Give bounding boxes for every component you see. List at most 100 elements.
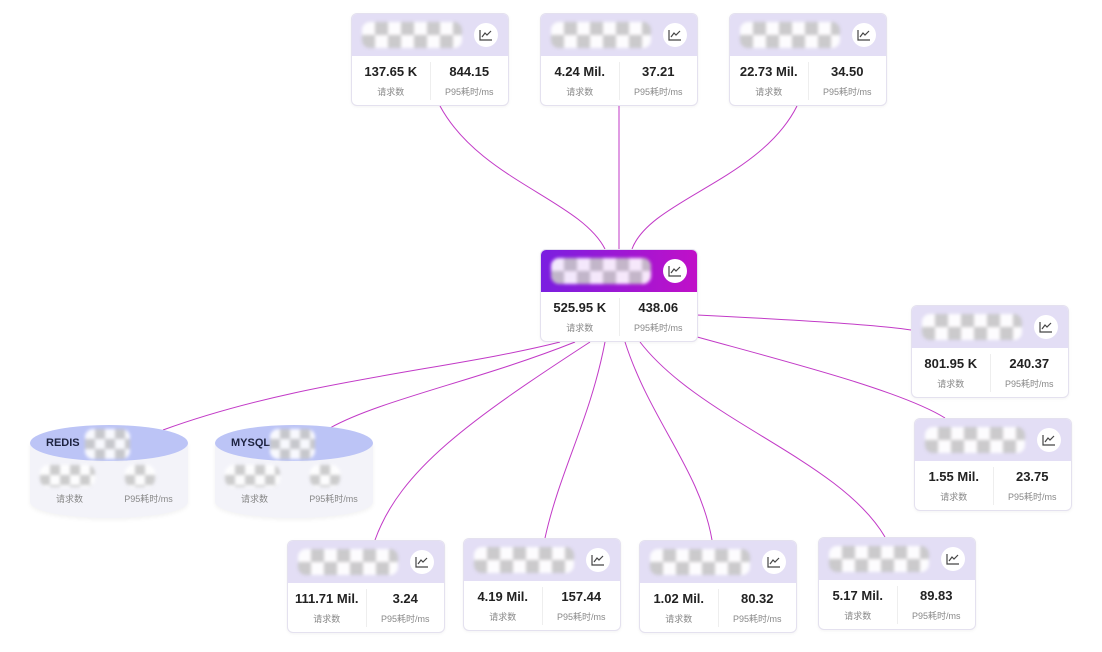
trend-chart-icon[interactable] bbox=[663, 23, 687, 47]
trend-chart-icon[interactable] bbox=[663, 259, 687, 283]
p95-label: P95耗时/ms bbox=[124, 494, 173, 504]
redacted-name bbox=[85, 429, 130, 459]
requests-label: 请求数 bbox=[665, 614, 693, 624]
edge-10 bbox=[639, 341, 886, 538]
requests-label: 请求数 bbox=[55, 494, 83, 504]
p95-value: 844.15 bbox=[449, 64, 490, 79]
redacted-name bbox=[925, 427, 1025, 453]
p95-value: 89.83 bbox=[919, 588, 953, 603]
database-name: MYSQL bbox=[231, 437, 271, 449]
node-header bbox=[352, 14, 508, 56]
requests-value: 137.65 K bbox=[364, 64, 418, 79]
node-header bbox=[640, 541, 796, 583]
p95-label: P95耗时/ms bbox=[1004, 379, 1054, 389]
edge-6 bbox=[329, 341, 576, 429]
p95-label: P95耗时/ms bbox=[822, 87, 872, 97]
requests-value: 1.02 Mil. bbox=[653, 591, 705, 606]
requests-value: 801.95 K bbox=[924, 356, 978, 371]
requests-value: 4.19 Mil. bbox=[477, 589, 529, 604]
p95-value: 34.50 bbox=[830, 64, 864, 79]
requests-label: 请求数 bbox=[566, 87, 594, 97]
node-header bbox=[915, 419, 1071, 461]
redacted-value bbox=[225, 465, 280, 487]
p95-value: 23.75 bbox=[1015, 469, 1049, 484]
p95-label: P95耗时/ms bbox=[633, 323, 683, 333]
redacted-name bbox=[740, 22, 840, 48]
edge-2 bbox=[631, 105, 798, 250]
p95-value: 438.06 bbox=[638, 300, 679, 315]
redacted-name bbox=[362, 22, 462, 48]
node-header bbox=[912, 306, 1068, 348]
p95-value: 240.37 bbox=[1009, 356, 1050, 371]
p95-value: 3.24 bbox=[392, 591, 418, 606]
p95-label: P95耗时/ms bbox=[556, 612, 606, 622]
trend-chart-icon[interactable] bbox=[1037, 428, 1061, 452]
trend-chart-icon[interactable] bbox=[586, 548, 610, 572]
p95-label: P95耗时/ms bbox=[380, 614, 430, 624]
node-header bbox=[730, 14, 886, 56]
edge-9 bbox=[624, 341, 713, 541]
requests-label: 请求数 bbox=[940, 492, 968, 502]
redacted-value bbox=[310, 465, 340, 487]
requests-label: 请求数 bbox=[844, 611, 872, 621]
redacted-name bbox=[551, 258, 651, 284]
trend-chart-icon[interactable] bbox=[474, 23, 498, 47]
requests-value: 22.73 Mil. bbox=[739, 64, 798, 79]
redacted-value bbox=[125, 465, 155, 487]
edge-3 bbox=[696, 314, 912, 331]
node-header bbox=[541, 14, 697, 56]
requests-value: 525.95 K bbox=[553, 300, 607, 315]
p95-label: P95耗时/ms bbox=[1007, 492, 1057, 502]
trend-chart-icon[interactable] bbox=[762, 550, 786, 574]
trend-chart-icon[interactable] bbox=[1034, 315, 1058, 339]
p95-value: 157.44 bbox=[561, 589, 602, 604]
edge-7 bbox=[374, 341, 591, 541]
trend-chart-icon[interactable] bbox=[941, 547, 965, 571]
requests-value: 1.55 Mil. bbox=[928, 469, 980, 484]
requests-label: 请求数 bbox=[240, 494, 268, 504]
redacted-name bbox=[922, 314, 1022, 340]
requests-label: 请求数 bbox=[313, 614, 341, 624]
p95-label: P95耗时/ms bbox=[309, 494, 358, 504]
requests-label: 请求数 bbox=[566, 323, 594, 333]
p95-label: P95耗时/ms bbox=[633, 87, 683, 97]
redacted-name bbox=[551, 22, 651, 48]
redacted-name bbox=[298, 549, 398, 575]
node-header bbox=[541, 250, 697, 292]
redacted-name bbox=[270, 429, 315, 459]
requests-label: 请求数 bbox=[377, 87, 405, 97]
redacted-name bbox=[650, 549, 750, 575]
node-header bbox=[819, 538, 975, 580]
edge-0 bbox=[439, 105, 606, 250]
trend-chart-icon[interactable] bbox=[410, 550, 434, 574]
database-node-redis[interactable]: REDIS 请求数 P95耗时/ms bbox=[30, 425, 188, 520]
database-name: REDIS bbox=[46, 437, 80, 449]
node-header bbox=[288, 541, 444, 583]
p95-value: 80.32 bbox=[740, 591, 774, 606]
p95-label: P95耗时/ms bbox=[444, 87, 494, 97]
redacted-value bbox=[40, 465, 95, 487]
requests-value: 111.71 Mil. bbox=[294, 591, 359, 606]
p95-value: 37.21 bbox=[641, 64, 675, 79]
trend-chart-icon[interactable] bbox=[852, 23, 876, 47]
database-node-mysql[interactable]: MYSQL 请求数 P95耗时/ms bbox=[215, 425, 373, 520]
edge-5 bbox=[162, 341, 561, 431]
redacted-name bbox=[829, 546, 929, 572]
requests-label: 请求数 bbox=[489, 612, 517, 622]
requests-value: 5.17 Mil. bbox=[832, 588, 884, 603]
p95-label: P95耗时/ms bbox=[911, 611, 961, 621]
node-header bbox=[464, 539, 620, 581]
edge-8 bbox=[544, 341, 606, 539]
requests-label: 请求数 bbox=[937, 379, 965, 389]
